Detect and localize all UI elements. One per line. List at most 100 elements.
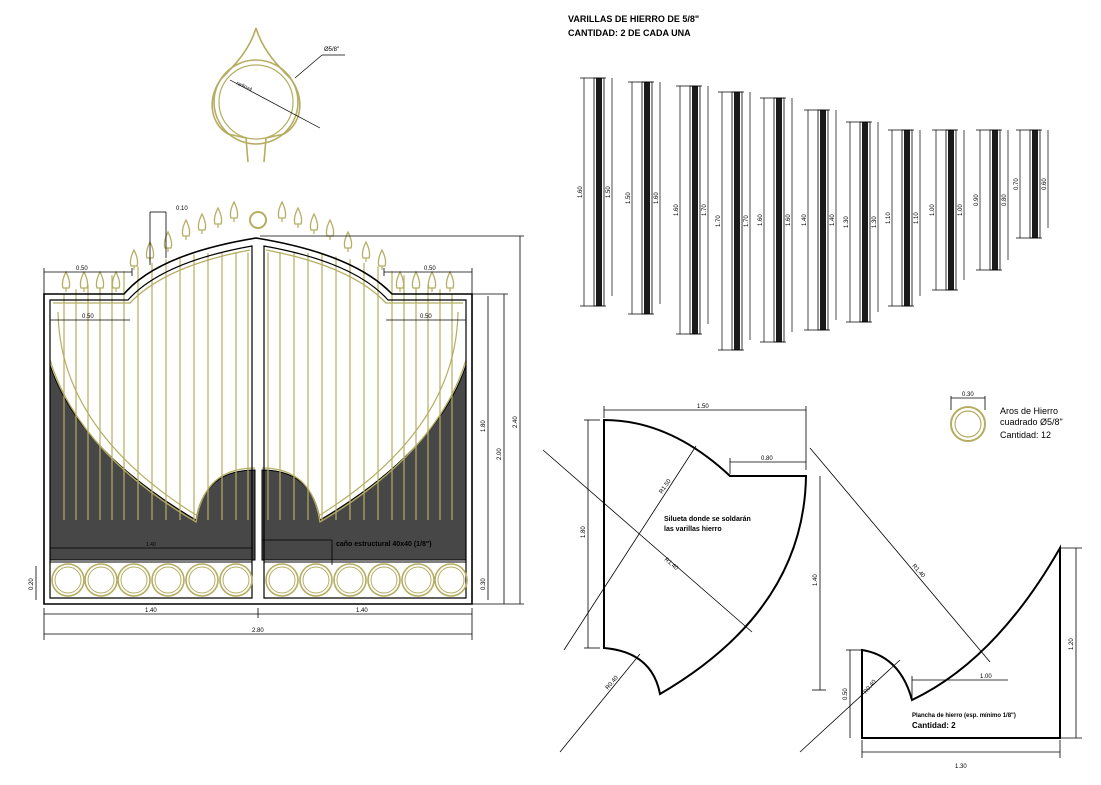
dim-post-offset: 0.10 xyxy=(176,206,188,212)
rod-inner-label: 1.00 xyxy=(958,204,964,216)
band-ring xyxy=(151,563,185,597)
band-ring-inner xyxy=(370,566,398,594)
dim-inner-right: 0.50 xyxy=(420,314,432,320)
rod-outer-label: 1.40 xyxy=(802,214,808,226)
rod-inner-label: 1.40 xyxy=(830,214,836,226)
tpl-note-2: las varillas hierro xyxy=(664,526,722,533)
band-ring xyxy=(51,563,85,597)
dim-top-left: 0.50 xyxy=(76,266,88,272)
dim-plate-height: 1.80 xyxy=(481,420,487,432)
ring-band xyxy=(51,563,468,597)
finial-spike xyxy=(197,212,207,231)
ring-line1: Aros de Hierro xyxy=(1000,406,1058,416)
finial-spike xyxy=(229,200,239,219)
rod-bar xyxy=(776,98,782,342)
rod-bar xyxy=(992,130,998,270)
rod-inner-label: 1.30 xyxy=(872,216,878,228)
rod-inner-label: 1.50 xyxy=(606,186,612,198)
dim-left-ring-band: 0.20 xyxy=(29,578,35,590)
dim-total-width: 2.80 xyxy=(252,628,264,634)
band-ring xyxy=(84,563,118,597)
rod-inner-label: 0.60 xyxy=(1042,178,1048,190)
rod-bar xyxy=(904,130,910,306)
band-ring xyxy=(367,563,401,597)
dim-panel-right: 1.40 xyxy=(356,608,368,614)
rod-3: 1.60 1.70 xyxy=(674,85,709,335)
finial-detail: Ø5/8" radio=4 xyxy=(211,27,345,163)
rods-section: VARILLAS DE HIERRO DE 5/8" CANTIDAD: 2 D… xyxy=(568,14,1049,351)
rod-inner-label: 1.60 xyxy=(654,192,660,204)
finial-spike xyxy=(361,240,371,259)
finial-radius-label: radio=4 xyxy=(235,80,253,93)
band-ring-inner xyxy=(222,566,250,594)
rod-7: 1.30 1.30 xyxy=(844,121,879,323)
rod-outer-label: 1.60 xyxy=(578,186,584,198)
band-ring-inner xyxy=(268,566,296,594)
ring-line2: cuadrado Ø5/8" xyxy=(1000,417,1063,427)
sheet-note-2: Cantidad: 2 xyxy=(912,721,956,730)
tpl-radius-small: R0.40 xyxy=(605,675,620,692)
finial-spike xyxy=(129,248,139,267)
rod-bar xyxy=(734,92,740,350)
dim-top-right: 0.50 xyxy=(424,266,436,272)
right-vertical-bars xyxy=(267,252,453,520)
rod-6: 1.40 1.40 xyxy=(802,109,837,331)
rod-bar xyxy=(1032,130,1038,238)
finial-spike xyxy=(79,270,89,289)
gate-elevation: 0.50 0.50 0.50 0.50 0.10 1.40 1.40 2.80 … xyxy=(29,200,524,640)
band-ring xyxy=(219,563,253,597)
finial-spike xyxy=(181,218,191,237)
rod-bar xyxy=(644,82,650,314)
rod-outer-label: 1.60 xyxy=(674,204,680,216)
finial-spike xyxy=(309,212,319,231)
band-ring xyxy=(333,563,367,597)
tpl-width-top: 1.50 xyxy=(697,404,709,410)
band-ring xyxy=(434,563,468,597)
rod-bar xyxy=(862,122,868,322)
ring-diameter: 0.30 xyxy=(962,392,974,398)
tpl-note-1: Silueta donde se soldarán xyxy=(664,516,751,523)
rod-outer-label: 0.90 xyxy=(974,194,980,206)
tpl-step-width: 0.80 xyxy=(761,456,773,462)
rods-title: VARILLAS DE HIERRO DE 5/8" xyxy=(568,14,699,24)
finial-spike xyxy=(427,270,437,289)
finial-spike xyxy=(411,270,421,289)
finial-spike xyxy=(377,248,387,267)
left-vertical-bars xyxy=(63,252,249,520)
gate-finials xyxy=(61,200,455,292)
dim-frame-height: 2.00 xyxy=(497,448,503,460)
finial-spike xyxy=(325,218,335,237)
center-finial-ring xyxy=(249,211,267,229)
rod-bar xyxy=(596,78,602,306)
band-ring xyxy=(299,563,333,597)
dim-plate-width: 1.40 xyxy=(146,542,156,548)
tube-note: caño estructural 40x40 (1/8") xyxy=(336,541,432,548)
finial-spike xyxy=(95,270,105,289)
finial-diameter-label: Ø5/8" xyxy=(324,47,339,53)
template-piece: 1.50 0.80 1.80 1.40 R1.50 R1.40 R0.40 Si… xyxy=(542,404,991,753)
rod-outer-label: 1.30 xyxy=(844,216,850,228)
band-ring-inner xyxy=(437,566,465,594)
rod-inner-label: 1.70 xyxy=(702,204,708,216)
finial-spike xyxy=(277,200,287,219)
band-ring-inner xyxy=(336,566,364,594)
rod-inner-label: 1.60 xyxy=(786,214,792,226)
finial-spike xyxy=(213,206,223,225)
band-ring-inner xyxy=(120,566,148,594)
finial-spike xyxy=(293,206,303,225)
dim-inner-left: 0.50 xyxy=(82,314,94,320)
rod-inner-label: 1.70 xyxy=(744,215,750,227)
sheet-width-bottom: 1.30 xyxy=(955,764,967,770)
finial-spike xyxy=(111,270,121,289)
rod-bar xyxy=(948,130,954,290)
sheet-height-right: 1.20 xyxy=(1069,638,1075,650)
band-ring xyxy=(401,563,435,597)
rod-outer-label: 1.00 xyxy=(930,204,936,216)
rod-inner-label: 0.80 xyxy=(1002,194,1008,206)
